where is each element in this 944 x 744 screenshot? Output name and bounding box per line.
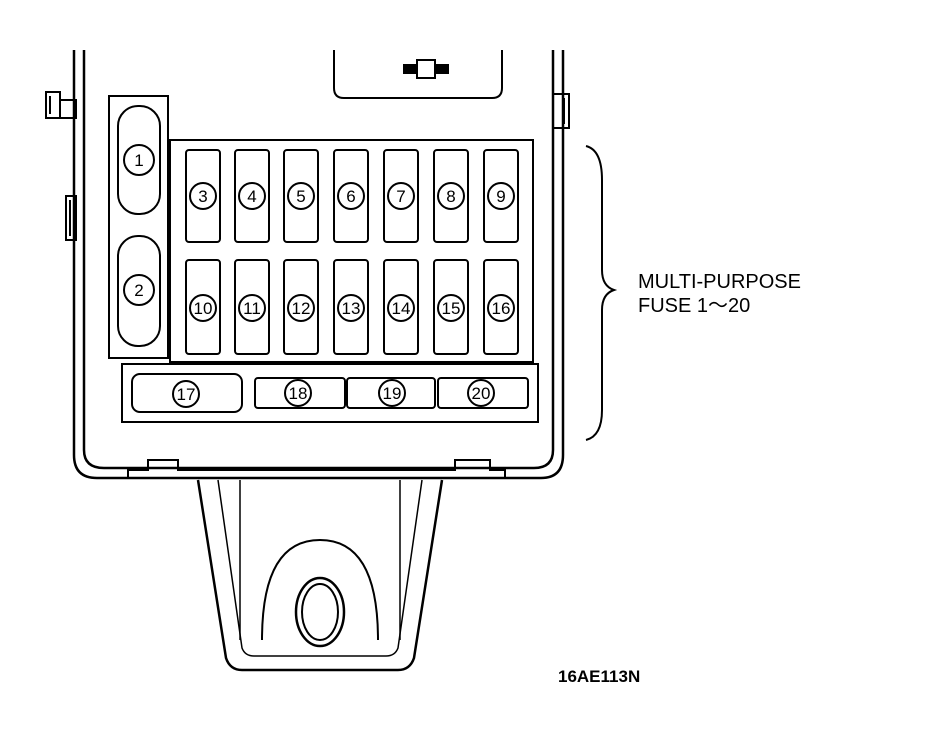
right-clip xyxy=(552,93,570,129)
fuse-16: 16 xyxy=(483,259,519,355)
fuse-19: 19 xyxy=(346,377,436,409)
fuse-number-label: 7 xyxy=(396,187,405,206)
fuse-15: 15 xyxy=(433,259,469,355)
fuse-number-label: 12 xyxy=(292,299,311,318)
fuse-11: 11 xyxy=(234,259,270,355)
fuse-slot xyxy=(433,149,469,243)
fuse-number-circle xyxy=(437,294,465,322)
fuse-number-label: 6 xyxy=(346,187,355,206)
fuse-number-label: 8 xyxy=(446,187,455,206)
fuse-number-circle xyxy=(467,379,495,407)
fuse-2: 2 xyxy=(123,274,155,306)
fuse-number-circle xyxy=(287,182,315,210)
fuse-number-label: 20 xyxy=(472,384,491,403)
fuse-number-circle xyxy=(238,182,266,210)
fuse-number-label: 11 xyxy=(243,299,261,318)
fuse-slot xyxy=(185,149,221,243)
fuse-5: 5 xyxy=(283,149,319,243)
fuse-number-circle xyxy=(189,182,217,210)
fuse-number-label: 17 xyxy=(177,385,196,404)
fuse-number-label: 19 xyxy=(383,384,402,403)
fuse-number-label: 15 xyxy=(442,299,461,318)
fuse-number-label: 9 xyxy=(496,187,505,206)
fuse-number-circle xyxy=(287,294,315,322)
fuse-7: 7 xyxy=(383,149,419,243)
fuse-number-circle xyxy=(487,182,515,210)
fuse-9: 9 xyxy=(483,149,519,243)
fuse-slot xyxy=(234,259,270,355)
fuse-slot xyxy=(234,149,270,243)
fuse-slot xyxy=(185,259,221,355)
fuse-slot xyxy=(483,149,519,243)
fuse-number-label: 2 xyxy=(134,281,143,300)
fuse-6: 6 xyxy=(333,149,369,243)
fuse-slot xyxy=(383,149,419,243)
callout-brace xyxy=(585,145,618,441)
fuse-slot xyxy=(346,377,436,409)
fuse-number-label: 5 xyxy=(296,187,305,206)
fuse-number-label: 14 xyxy=(392,299,411,318)
fuse-13: 13 xyxy=(333,259,369,355)
fuse-number-label: 13 xyxy=(342,299,361,318)
fuse-number-label: 16 xyxy=(492,299,511,318)
fuse-18: 18 xyxy=(254,377,346,409)
mounting-bracket xyxy=(196,479,444,672)
fuse-number-circle xyxy=(437,182,465,210)
fuse-14: 14 xyxy=(383,259,419,355)
fuse-8: 8 xyxy=(433,149,469,243)
fuse-number-circle xyxy=(387,294,415,322)
fuse-number-label: 4 xyxy=(247,187,256,206)
fuse-slot xyxy=(433,259,469,355)
fuse-number-circle xyxy=(487,294,515,322)
fuse-slot xyxy=(333,259,369,355)
fuse-number-label: 3 xyxy=(198,187,207,206)
connector-icon xyxy=(403,59,449,79)
fuse-number-circle xyxy=(172,380,200,408)
callout-label-line1: MULTI-PURPOSE xyxy=(638,271,801,293)
fuse-number-label: 18 xyxy=(289,384,308,403)
fuse-slot xyxy=(283,259,319,355)
fuse-slot xyxy=(131,373,243,413)
fuse-number-circle xyxy=(284,379,312,407)
fuse-number-circle xyxy=(378,379,406,407)
fuse-number-circle xyxy=(387,182,415,210)
left-clips xyxy=(45,91,77,241)
fuse-1: 1 xyxy=(123,144,155,176)
fuse-number-circle xyxy=(337,294,365,322)
fuse-number-circle xyxy=(123,144,155,176)
fuse-panel xyxy=(121,139,539,423)
fuse-number-circle xyxy=(123,274,155,306)
fuse-20: 20 xyxy=(437,377,529,409)
fuse-slot xyxy=(383,259,419,355)
fuse-box-housing xyxy=(72,50,565,480)
fuse-3: 3 xyxy=(185,149,221,243)
fuse-number-label: 1 xyxy=(134,151,143,170)
figure-code: 16AE113N xyxy=(558,667,640,686)
fuse-slot xyxy=(333,149,369,243)
fuse-slot xyxy=(437,377,529,409)
fuse-number-circle xyxy=(337,182,365,210)
fuse-slot xyxy=(254,377,346,409)
fuse-12: 12 xyxy=(283,259,319,355)
fuse-slot xyxy=(283,149,319,243)
fuse-number-label: 10 xyxy=(194,299,213,318)
fuse-holder-left xyxy=(108,95,169,359)
callout-label-line2: FUSE 1～20 xyxy=(638,295,750,317)
fuse-10: 10 xyxy=(185,259,221,355)
fuse-4: 4 xyxy=(234,149,270,243)
fuse-number-circle xyxy=(189,294,217,322)
fuse-slot xyxy=(483,259,519,355)
fuse-17: 17 xyxy=(131,373,243,413)
fuse-number-circle xyxy=(238,294,266,322)
